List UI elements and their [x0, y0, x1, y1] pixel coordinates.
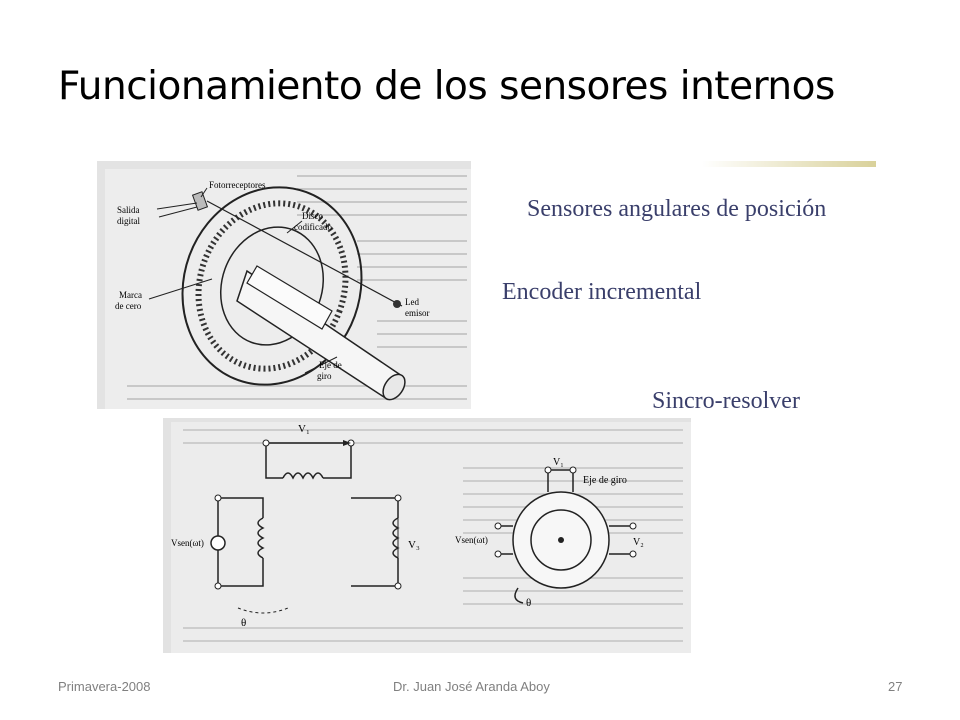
label-eje-de-giro: Eje de giro — [583, 475, 627, 486]
heading-encoder-incremental: Encoder incremental — [502, 279, 702, 305]
label-fotorreceptores: Fotorreceptores — [209, 180, 266, 190]
label-emisor: emisor — [405, 308, 430, 318]
label-led: Led — [405, 297, 419, 307]
label-salida: Salida — [117, 205, 140, 215]
label-digital: digital — [117, 216, 140, 226]
label-marca: Marca — [119, 290, 142, 300]
heading-sensores-angulares: Sensores angulares de posición — [527, 196, 827, 222]
heading-sincro-resolver: Sincro-resolver — [652, 388, 800, 414]
label-vsen-left: Vsen(ωt) — [171, 538, 204, 548]
label-theta-left: θ — [241, 617, 246, 629]
footer-author: Dr. Juan José Aranda Aboy — [393, 679, 550, 694]
label-theta-right: θ — [526, 597, 531, 609]
label-v3: V₃ — [408, 539, 420, 551]
label-giro: giro — [317, 371, 332, 381]
label-codificado: codificado — [294, 222, 332, 232]
label-vsen-right: Vsen(ωt) — [455, 535, 488, 545]
accent-bar — [702, 161, 876, 167]
resolver-diagram: V₁ V₃ Vsen(ωt) θ V₁ Eje de giro Vsen(ωt)… — [163, 418, 691, 653]
footer-date: Primavera-2008 — [58, 679, 151, 694]
label-v1-left: V₁ — [298, 423, 310, 435]
encoder-diagram: Fotorreceptores Salida digital Disco cod… — [97, 161, 471, 409]
footer-page-number: 27 — [888, 679, 903, 694]
label-eje: Eje de — [319, 360, 342, 370]
slide-title: Funcionamiento de los sensores internos — [58, 64, 835, 109]
label-de-cero: de cero — [115, 301, 142, 311]
label-disco: Disco — [302, 211, 323, 221]
label-v1-right: V₁ — [553, 457, 564, 468]
label-v2: V₂ — [633, 537, 644, 548]
